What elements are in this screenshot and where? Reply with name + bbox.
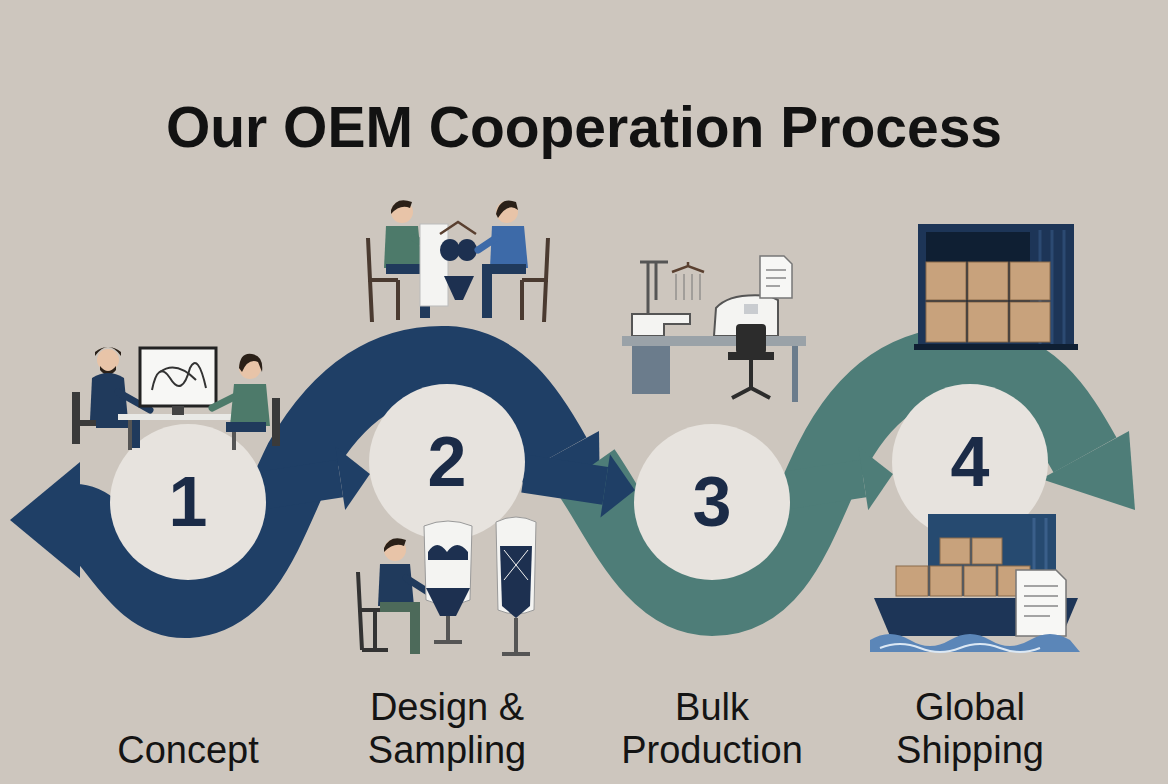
design-illustration-part xyxy=(496,201,518,219)
design-illustration-part xyxy=(444,276,474,300)
design-illustration xyxy=(368,200,548,322)
sampling-illustration-part xyxy=(378,564,414,606)
concept-illustration-part xyxy=(226,422,266,432)
production-illustration-part xyxy=(640,262,668,320)
production-illustration-part xyxy=(676,274,700,300)
production-illustration xyxy=(622,256,806,402)
step-circle-shape xyxy=(369,384,525,540)
step-label: Concept xyxy=(68,729,308,772)
step-number: 2 xyxy=(369,384,525,540)
ship-illustration-part xyxy=(896,566,928,596)
sampling-illustration-part xyxy=(514,618,518,652)
design-illustration-part xyxy=(457,239,477,261)
step-circle-shape xyxy=(110,424,266,580)
step-label: Global Shipping xyxy=(850,686,1090,772)
concept-illustration-part xyxy=(172,406,184,415)
production-illustration-part xyxy=(622,336,806,346)
design-illustration-part xyxy=(496,201,518,223)
production-illustration-part xyxy=(760,256,792,298)
ship-illustration-part xyxy=(1024,586,1058,616)
container-illustration-part xyxy=(926,302,966,342)
production-illustration-part xyxy=(632,346,670,394)
sampling-illustration-part xyxy=(384,539,406,561)
concept-illustration-part xyxy=(152,363,206,390)
step-circle-shape xyxy=(634,424,790,580)
diagram-title: Our OEM Cooperation Process xyxy=(0,92,1168,162)
ship-illustration-part xyxy=(940,538,970,564)
container-illustration-part xyxy=(968,302,1008,342)
wave-band-teal xyxy=(585,362,1085,600)
design-illustration-part xyxy=(391,201,413,223)
concept-illustration-part xyxy=(239,354,262,372)
sampling-illustration-part xyxy=(426,588,470,616)
connector-line xyxy=(789,479,863,491)
production-illustration-part xyxy=(792,346,798,402)
connector-arrowhead xyxy=(335,447,370,510)
step-number: 3 xyxy=(634,424,790,580)
design-illustration-part xyxy=(490,226,528,268)
container-illustration-part xyxy=(926,262,966,300)
production-illustration-part xyxy=(744,304,758,314)
ship-illustration-part xyxy=(870,634,1080,652)
step-label: Design & Sampling xyxy=(327,686,567,772)
flow-connector xyxy=(524,454,635,517)
step-node: 3Bulk Production xyxy=(572,424,852,772)
design-illustration-part xyxy=(522,238,548,322)
concept-illustration-part xyxy=(230,384,270,426)
ship-illustration-part xyxy=(972,538,1002,564)
container-illustration-part xyxy=(1010,262,1050,300)
connector-line xyxy=(524,474,605,486)
flow-connector xyxy=(789,447,893,510)
concept-illustration-part xyxy=(140,348,216,406)
step-circle-shape xyxy=(892,384,1048,540)
sampling-illustration-part xyxy=(446,616,450,640)
production-illustration-part xyxy=(736,324,766,354)
ship-illustration xyxy=(870,514,1080,652)
container-illustration-part xyxy=(968,262,1008,300)
design-illustration-part xyxy=(420,224,448,306)
concept-illustration-part xyxy=(160,368,196,381)
design-illustration-part xyxy=(440,222,476,234)
sampling-illustration-part xyxy=(434,640,462,644)
concept-illustration-part xyxy=(72,392,80,444)
ship-illustration-part xyxy=(880,644,1040,652)
step-node: 1Concept xyxy=(48,424,328,772)
sampling-illustration-part xyxy=(406,578,428,592)
concept-illustration-part xyxy=(272,398,280,446)
sampling-illustration xyxy=(358,517,536,656)
wave-arrowhead-left xyxy=(10,462,80,578)
container-illustration-part xyxy=(914,344,1078,350)
container-illustration-part xyxy=(1010,302,1050,342)
container-illustration xyxy=(914,224,1078,350)
design-illustration-part xyxy=(478,238,496,250)
ship-illustration-part xyxy=(1016,570,1066,636)
design-illustration-part xyxy=(482,266,492,318)
ship-illustration-part xyxy=(964,566,996,596)
sampling-illustration-part xyxy=(410,604,420,654)
wave-arrowhead-right xyxy=(1041,431,1135,510)
sampling-illustration-part xyxy=(504,550,528,580)
production-illustration-part xyxy=(732,388,770,398)
connector-arrowhead xyxy=(600,454,634,517)
flow-connector xyxy=(265,447,370,510)
sampling-illustration-part xyxy=(384,538,406,552)
design-illustration-part xyxy=(391,200,412,214)
production-illustration-part xyxy=(728,352,774,360)
connector-line xyxy=(265,478,340,490)
sampling-illustration-part xyxy=(428,545,468,560)
sampling-illustration-part xyxy=(500,546,532,618)
production-illustration-part xyxy=(766,270,786,286)
sampling-illustration-part xyxy=(502,652,530,656)
step-label: Bulk Production xyxy=(592,686,832,772)
production-illustration-part xyxy=(632,314,690,336)
concept-illustration-part xyxy=(212,396,236,408)
connector-arrowhead xyxy=(858,447,893,510)
container-illustration-part xyxy=(918,224,1074,348)
production-illustration-part xyxy=(672,262,704,272)
concept-illustration-part xyxy=(128,420,132,450)
design-illustration-part xyxy=(384,226,422,268)
production-illustration-part xyxy=(749,360,753,388)
ship-illustration-part xyxy=(930,566,962,596)
